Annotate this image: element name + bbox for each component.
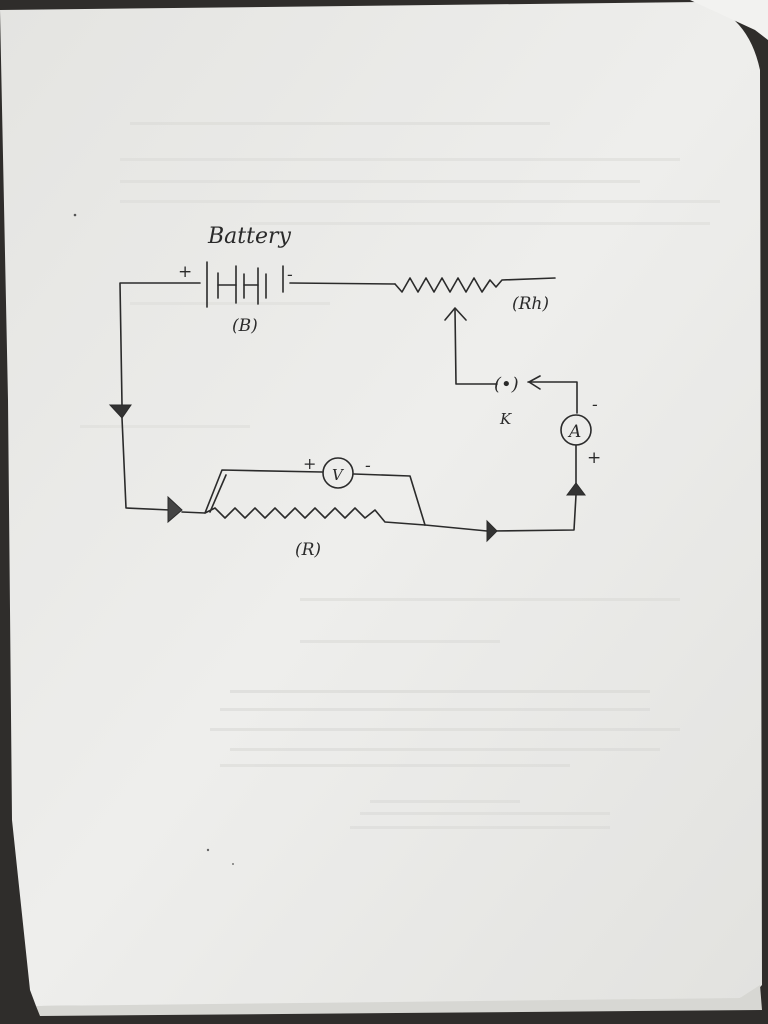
wire-battery-to-rheostat (289, 282, 396, 285)
rheostat-label: (Rh) (512, 294, 549, 314)
paper-back-sheet (690, 0, 768, 40)
key-symbol: (•) (494, 374, 519, 395)
ammeter-plus-sign: + (587, 448, 601, 468)
voltmeter-plus-sign: + (303, 454, 316, 473)
resistor-symbol (181, 507, 426, 526)
ammeter-minus-sign: - (592, 395, 598, 415)
ammeter-label: A (567, 422, 581, 442)
rheostat-symbol (394, 277, 556, 293)
voltmeter-minus-sign: - (365, 456, 371, 476)
pencil-dot (232, 863, 234, 865)
rheostat-slider-wire (454, 309, 498, 385)
rheostat-slider-arrow (444, 307, 467, 321)
pencil-dot (73, 213, 77, 217)
battery-title-label: Battery (207, 224, 292, 249)
arrow-left-wire (108, 404, 132, 419)
show-through-lines (80, 122, 720, 829)
voltmeter-branch-left-2 (209, 474, 227, 513)
arrow-key-wire (528, 375, 541, 390)
paper-background (0, 2, 762, 1006)
voltmeter-branch-right (353, 473, 426, 526)
battery-symbol (206, 261, 284, 308)
resistor-label: (R) (295, 540, 321, 560)
paper-under-edge (36, 985, 762, 1016)
battery-minus-sign: - (287, 265, 293, 285)
wire-bottom-to-resistor (424, 524, 488, 532)
wire-key-to-ammeter (527, 381, 578, 414)
voltmeter-branch-left (204, 469, 323, 514)
voltmeter-label: V (332, 466, 345, 484)
wire-bottom-right (489, 494, 577, 532)
arrow-bottom-left (167, 495, 183, 524)
wire-left-top (119, 282, 201, 406)
pencil-dot (206, 848, 210, 852)
wire-left-bottom (121, 417, 171, 511)
key-label: K (499, 410, 512, 428)
battery-plus-sign: + (178, 262, 192, 282)
voltmeter-circle (322, 457, 354, 489)
battery-label: (B) (232, 316, 258, 336)
